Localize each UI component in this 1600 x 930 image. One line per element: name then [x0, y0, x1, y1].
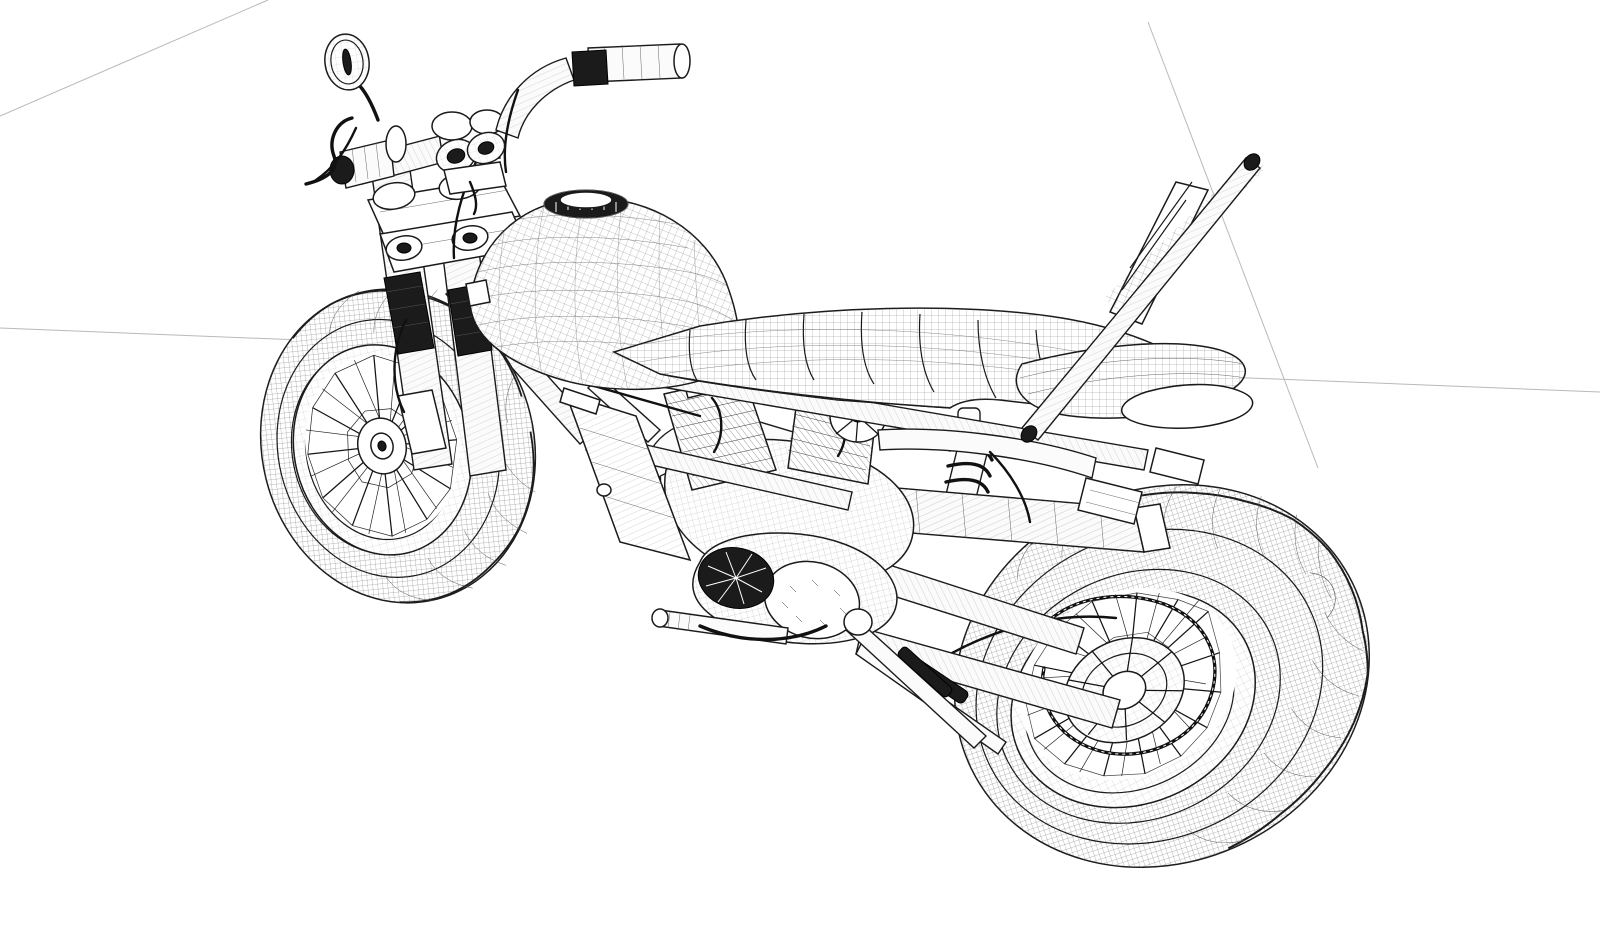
rear-frame-bracket: [1149, 447, 1205, 485]
front-tire-tread: [292, 289, 535, 604]
brake-lever: [304, 116, 354, 186]
cover-bolt-pattern: [781, 579, 847, 627]
handlebar-assembly: [304, 33, 691, 260]
instrument-gauges: [435, 131, 507, 216]
rear-brake-cable: [988, 450, 1032, 524]
fork-gaiter-left: [383, 271, 435, 355]
sissy-bar: [1020, 153, 1266, 443]
fuel-filler-cap: [543, 189, 629, 219]
clutch-cable: [314, 126, 358, 182]
throttle-cable: [503, 88, 520, 174]
brake-hose: [393, 318, 408, 414]
throttle-collar: [571, 49, 609, 87]
left-mirror: [324, 33, 380, 122]
frame-rear-loop: [877, 428, 1097, 479]
shift-lever: [698, 624, 828, 642]
right-vertical-edge-guide: [1147, 21, 1319, 469]
oil-tank-cap: [559, 387, 601, 415]
tachometer: [466, 131, 506, 165]
controls-lower: [651, 608, 988, 749]
misc-details: [988, 447, 1205, 525]
muffler-end-cap: [1133, 503, 1171, 553]
brake-caliper: [397, 389, 447, 455]
upper-left-diagonal-guide: [0, 0, 269, 117]
oil-tank: [559, 387, 692, 562]
speedometer: [435, 138, 477, 174]
rear-wheel-assembly: [938, 483, 1371, 869]
